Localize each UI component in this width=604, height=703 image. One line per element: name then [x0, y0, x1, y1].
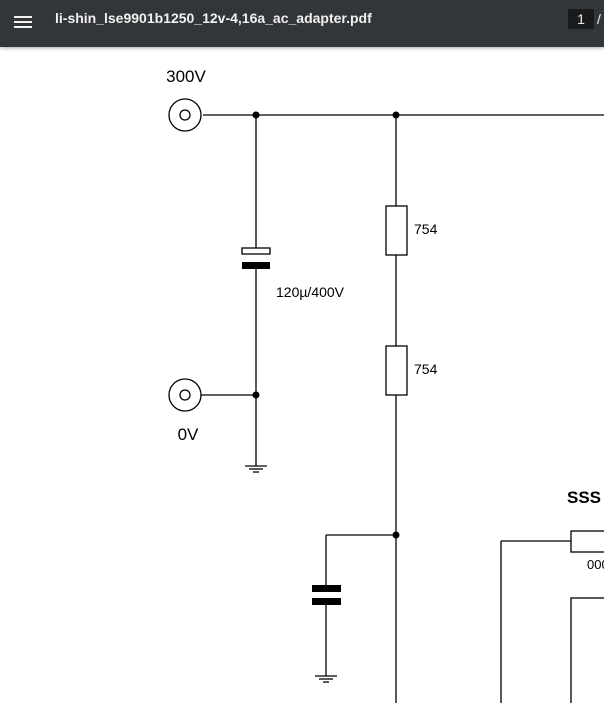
capacitor-2-plate-bottom: [312, 598, 341, 605]
ground-symbol: [315, 675, 337, 683]
capacitor-2-plate-top: [312, 585, 341, 592]
resistor-1-label: 754: [414, 221, 438, 237]
document-title: li-shin_lse9901b1250_12v-4,16a_ac_adapte…: [55, 10, 372, 26]
page-number-input[interactable]: 1: [568, 9, 594, 29]
terminal-0v-label: 0V: [178, 425, 199, 444]
ground-symbol: [245, 465, 267, 473]
resistor-1: [385, 205, 408, 256]
resistor-3-label: 000: [587, 557, 604, 572]
pdf-viewer[interactable]: 300V 120µ/400V 0V 754 754: [0, 47, 604, 703]
ic-body: [570, 597, 604, 703]
resistor-2: [385, 345, 408, 396]
capacitor-main-label: 120µ/400V: [276, 284, 345, 300]
resistor-2-label: 754: [414, 361, 438, 377]
capacitor-main-plate-negative: [242, 262, 270, 269]
ic-label: SSS: [567, 488, 601, 507]
terminal-300v-label: 300V: [166, 67, 206, 86]
hamburger-menu-icon[interactable]: [8, 7, 38, 37]
terminal-300v: [168, 98, 202, 132]
junction-dot: [252, 391, 260, 399]
capacitor-main-plate-positive: [241, 247, 271, 255]
schematic-diagram: 300V 120µ/400V 0V 754 754: [166, 67, 604, 703]
terminal-0v: [168, 378, 202, 412]
page-separator: /: [597, 11, 601, 27]
resistor-3: [570, 530, 604, 553]
pdf-toolbar: li-shin_lse9901b1250_12v-4,16a_ac_adapte…: [0, 0, 604, 47]
